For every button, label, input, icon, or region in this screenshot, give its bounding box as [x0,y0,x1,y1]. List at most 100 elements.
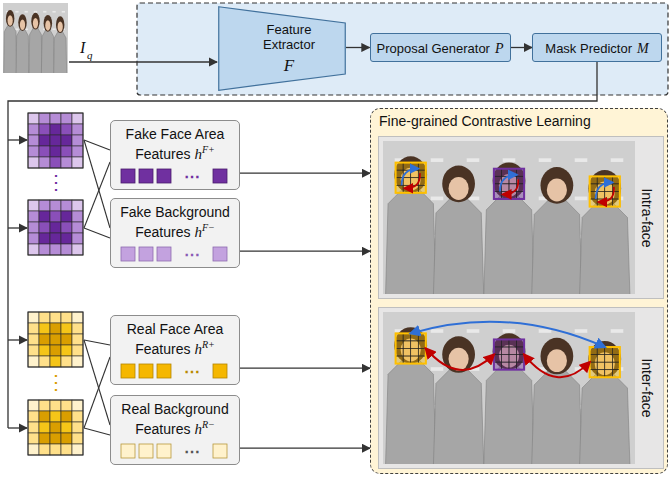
feature-row [111,443,239,459]
backdrop-logo [539,329,552,333]
grid-cell [517,339,525,347]
grid-cell [517,191,525,199]
person-body [484,195,534,294]
grid-cell [39,433,50,444]
grid-cell [39,157,50,168]
connector-arrow [240,368,370,369]
math-superscript: F− [202,222,215,233]
grid-cell [396,170,404,178]
backdrop-logo [539,235,552,239]
person-body [580,202,630,294]
grid-cell [517,355,525,363]
grid-cell [61,135,72,146]
grid-cell [411,163,419,171]
grid-cell [517,347,525,355]
backdrop-logo [431,197,444,201]
grid-cell [72,244,83,255]
grid-cell [61,124,72,135]
split-line [84,140,110,228]
backdrop-logo [25,11,28,13]
grid-cell [61,334,72,345]
grid-cell [28,135,39,146]
grid-cell [403,341,411,349]
node-text: Inter-face [638,358,656,417]
node-text: Fine-grained Contrastive Learning [371,109,667,129]
math-superscript: R− [202,419,215,430]
grid-cell [501,176,509,184]
grid-cell [597,191,605,199]
feature-box: Fake Background FeatureshF−⋯ [110,198,240,268]
contrast-arrow [524,355,590,378]
grid-cell [494,184,502,192]
mask-grid [28,113,83,168]
grid-cell [50,233,61,244]
backdrop-logo [431,235,444,239]
grid-cell [61,400,72,411]
grid-cell [418,333,426,341]
feature-row [111,246,239,262]
grid-cell [501,362,509,370]
backdrop-logo [611,367,624,371]
split-line [84,357,110,428]
grid-cell [494,169,502,177]
grid-cell [597,176,605,184]
grid-cell [28,444,39,455]
grid-cell [597,355,605,363]
feature-square [213,247,227,261]
grid-cell [411,170,419,178]
node-text: Feature ExtractorF [256,22,322,76]
backdrop-logo [467,235,480,239]
person-body [484,365,534,464]
grid-cell [72,211,83,222]
person-hair [541,338,574,374]
grid-cell [28,200,39,211]
grid-cell [509,347,517,355]
grid-cell [39,345,50,356]
person-body [29,28,42,74]
process-box: Mask PredictorM [532,33,662,62]
grid-cell [39,211,50,222]
grid-cell [612,199,620,207]
person-body [54,31,67,73]
grid-cell [39,422,50,433]
grid-cell [61,233,72,244]
grid-cell [612,347,620,355]
person-body [386,359,436,464]
mask-grids [28,113,83,455]
grid-cell [509,184,517,192]
backdrop-logo [395,158,408,162]
grid-cell [605,199,613,207]
node-text: Fake Face Area FeatureshF+ [111,121,239,162]
vertical-ellipsis: ⋮ [44,372,68,392]
grid-cell [39,400,50,411]
backdrop-logo [611,158,624,162]
split-line [84,228,110,238]
feature-square [121,247,135,261]
math-symbol: h [194,224,202,240]
feature-square [139,444,153,458]
backdrop-logo [503,273,516,277]
person-face [449,348,469,371]
backdrop-logo [15,28,18,30]
person-hair [6,10,14,27]
person-face [595,182,615,205]
feature-square [139,169,153,183]
feature-square [139,247,153,261]
backdrop-logo [539,158,552,162]
grid-cell [61,444,72,455]
grid-cell [396,348,404,356]
example-panel: Inter-face [378,307,664,469]
row-ellipsis: ⋯ [173,169,211,185]
node-text: Real Face Area FeatureshR+ [111,316,239,357]
grid-outline [28,312,83,367]
grid-outline [28,200,83,255]
backdrop-logo [575,235,588,239]
input-symbol: I [80,40,85,56]
mask-grid [28,200,83,255]
backdrop-logo [467,443,480,447]
input-arrow [69,61,217,62]
grid-cell [590,370,598,378]
grid-cell [72,113,83,124]
grid-cell [418,178,426,186]
grid-cell [509,362,517,370]
